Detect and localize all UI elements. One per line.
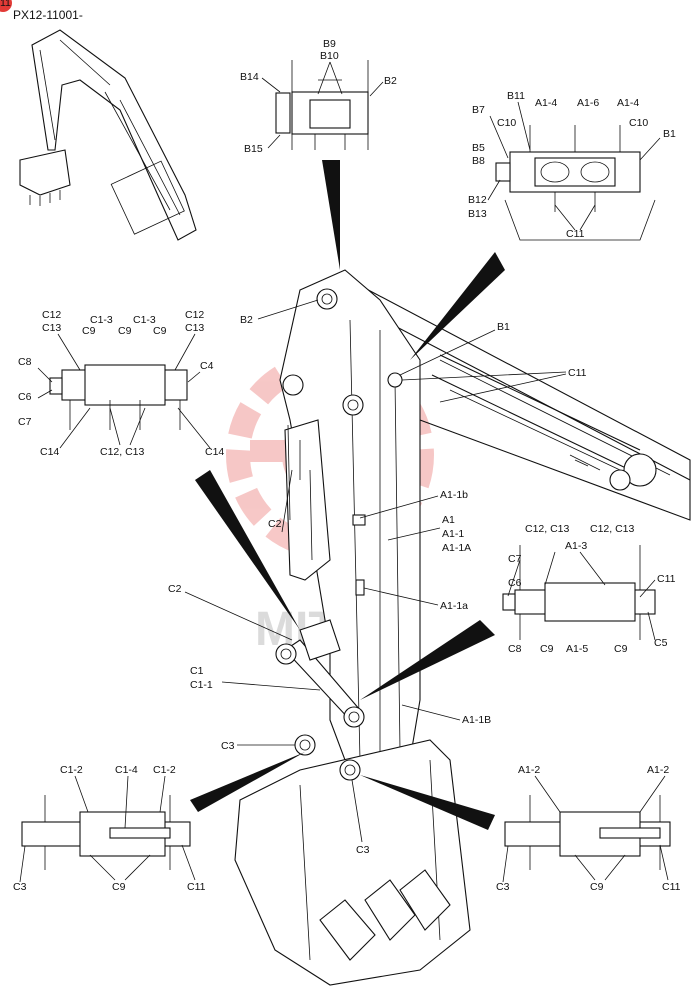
- label-c6: C6: [18, 391, 32, 403]
- label-c2b: C2: [168, 583, 182, 595]
- label-a12a: A1-2: [518, 764, 540, 776]
- label-a13: A1-3: [565, 540, 587, 552]
- label-c11: C11: [657, 573, 676, 585]
- label-c14a: C14: [40, 446, 59, 458]
- label-corner_mark: 11: [0, 0, 11, 9]
- detail-bottom-left: C1-2 C1-4 C1-2 C3 C9 C11: [13, 764, 206, 893]
- label-c12a: C12: [42, 309, 61, 321]
- detail-top-right: B7 B11 A1-4 A1-6 A1-4 C10 C10 B1 B5 B8 B…: [468, 90, 676, 241]
- label-a14b: A1-4: [617, 97, 639, 109]
- label-c8: C8: [18, 356, 32, 368]
- label-c3: C3: [13, 881, 27, 893]
- label-c11: C11: [568, 367, 587, 379]
- page-id: PX12-11001-: [13, 8, 83, 22]
- label-a16: A1-6: [577, 97, 599, 109]
- label-c1213b: C12, C13: [590, 523, 635, 535]
- label-a11b: A1-1b: [440, 489, 468, 501]
- label-b9: B9: [323, 38, 336, 50]
- label-c7: C7: [18, 416, 32, 428]
- detail-top-center: B9 B10 B14 B2 B15: [240, 38, 397, 155]
- label-b2-top: B2: [384, 75, 397, 87]
- main-labels: B2 B1 C11 C2 A1-1b A1 A1-1 A1-1A A1-1a C…: [168, 299, 587, 856]
- label-c9: C9: [590, 881, 604, 893]
- label-c14: C1-4: [115, 764, 138, 776]
- label-c13a: C13: [42, 322, 61, 334]
- overview-excavator-sketch: [19, 29, 197, 241]
- label-c11: C11: [187, 881, 206, 893]
- label-a14a: A1-4: [535, 97, 557, 109]
- detail-right-mid: C12, C13 C12, C13 A1-3 C7 C6 C11 C8 C9 A…: [502, 523, 676, 655]
- label-a11A: A1-1A: [442, 542, 471, 554]
- label-c10b: C10: [629, 117, 648, 129]
- label-c11: C11: [566, 228, 585, 240]
- label-c12b: C12: [185, 309, 204, 321]
- detail-left: C12 C13 C1-3 C1-3 C12 C13 C9 C9 C9 C8 C4…: [18, 309, 224, 458]
- label-c12a: C1-2: [60, 764, 83, 776]
- label-c8: C8: [508, 643, 522, 655]
- label-a11B: A1-1B: [462, 714, 491, 726]
- label-c11link: C1-1: [190, 679, 213, 691]
- label-a15: A1-5: [566, 643, 588, 655]
- label-b13: B13: [468, 208, 487, 220]
- label-c13c: C1-3: [133, 314, 156, 326]
- label-a11a: A1-1a: [440, 600, 468, 612]
- label-b1: B1: [663, 128, 676, 140]
- label-c7: C7: [508, 553, 522, 565]
- pointer-wedges: [190, 160, 505, 830]
- corner-badge: 11: [0, 0, 12, 12]
- label-c14b: C14: [205, 446, 224, 458]
- label-c2a: C2: [268, 518, 282, 530]
- label-b1: B1: [497, 321, 510, 333]
- label-c1213a: C12, C13: [525, 523, 570, 535]
- label-c1213: C12, C13: [100, 446, 145, 458]
- label-c13b: C1-3: [90, 314, 113, 326]
- label-c3: C3: [496, 881, 510, 893]
- label-b10: B10: [320, 50, 339, 62]
- label-b8: B8: [472, 155, 485, 167]
- label-c9b: C9: [118, 325, 132, 337]
- label-c10a: C10: [497, 117, 516, 129]
- label-c12b: C1-2: [153, 764, 176, 776]
- label-c3a: C3: [221, 740, 235, 752]
- label-b14: B14: [240, 71, 259, 83]
- label-b2: B2: [240, 314, 253, 326]
- label-a1: A1: [442, 514, 455, 526]
- label-c3b: C3: [356, 844, 370, 856]
- label-b7: B7: [472, 104, 485, 116]
- label-c9c: C9: [153, 325, 167, 337]
- label-c5: C5: [654, 637, 668, 649]
- label-c9b: C9: [614, 643, 628, 655]
- label-c13d: C13: [185, 322, 204, 334]
- label-c9: C9: [112, 881, 126, 893]
- detail-bottom-right: A1-2 A1-2 C3 C9 C11: [496, 764, 681, 893]
- label-c6: C6: [508, 577, 522, 589]
- label-c4: C4: [200, 360, 214, 372]
- label-c11: C11: [662, 881, 681, 893]
- label-c9a: C9: [82, 325, 96, 337]
- label-b5: B5: [472, 142, 485, 154]
- label-b15: B15: [244, 143, 263, 155]
- label-c1: C1: [190, 665, 204, 677]
- label-b12: B12: [468, 194, 487, 206]
- label-a12b: A1-2: [647, 764, 669, 776]
- arm-assembly: [234, 269, 691, 986]
- label-c9a: C9: [540, 643, 554, 655]
- label-a11: A1-1: [442, 528, 464, 540]
- label-b11: B11: [507, 90, 525, 102]
